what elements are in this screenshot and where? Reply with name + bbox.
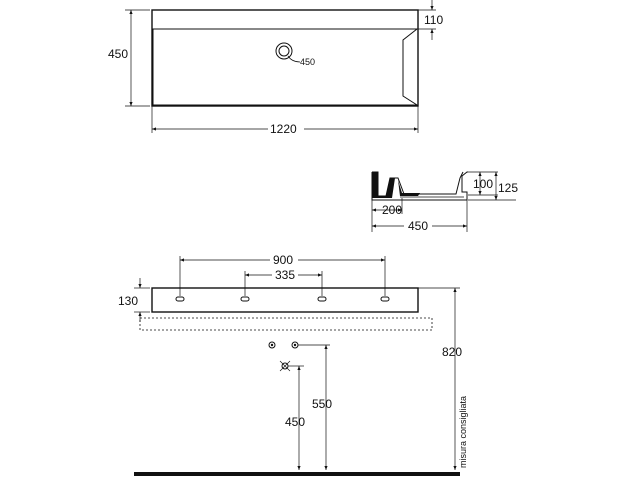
drain-outer-circle <box>275 42 293 60</box>
section-depth-label: 450 <box>408 219 428 233</box>
top-rim-label: 110 <box>424 13 443 27</box>
section-height-inner-label: 100 <box>473 177 493 191</box>
supply-valve-icon <box>268 341 276 349</box>
top-view: 450 450 110 1220 <box>108 0 443 136</box>
countertop-dashed <box>139 317 433 331</box>
basin-front-body <box>151 287 419 313</box>
basin-outline-top <box>151 9 419 107</box>
height-label: 820 <box>442 345 462 359</box>
section-wall-hatch <box>372 172 395 198</box>
tap-hole-2 <box>240 296 250 302</box>
supply-height-label: 450 <box>285 415 305 429</box>
drain-inner-circle <box>278 45 290 57</box>
section-view: 100 125 200 450 <box>371 171 518 233</box>
tap-hole-3 <box>317 296 327 302</box>
tap-hole-1 <box>175 296 185 302</box>
top-width-label: 1220 <box>270 122 297 136</box>
recommended-note: misura consigliata <box>458 396 468 468</box>
tap-hole-4 <box>380 296 390 302</box>
floor-line <box>134 472 460 476</box>
section-height-outer-label: 125 <box>498 181 518 195</box>
waste-height-label: 550 <box>312 397 332 411</box>
front-view: 900 335 130 820 misura consigliata <box>118 253 468 476</box>
top-depth-label: 450 <box>108 47 128 61</box>
basin-inner-bowl <box>152 28 419 106</box>
drain-label: 450 <box>300 57 315 67</box>
section-drain-offset-label: 200 <box>382 203 402 217</box>
thickness-label: 130 <box>118 294 138 308</box>
inner-tap-spacing-label: 335 <box>275 268 295 282</box>
outer-tap-spacing-label: 900 <box>273 253 293 267</box>
supply-valve-icon <box>291 341 299 349</box>
